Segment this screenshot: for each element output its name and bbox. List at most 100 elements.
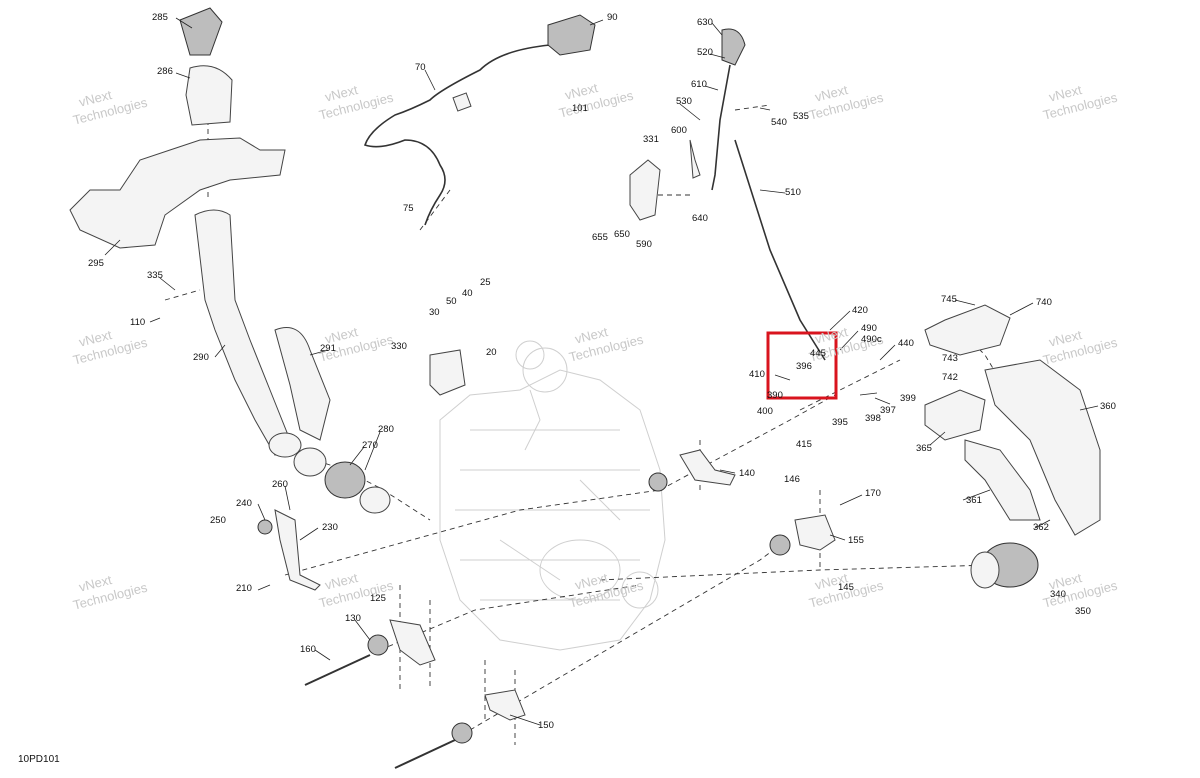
callout-250: 250 <box>210 515 226 526</box>
exhaust-group <box>924 359 1101 589</box>
callout-260: 260 <box>272 479 288 490</box>
callout-742: 742 <box>942 372 958 383</box>
callout-350: 350 <box>1075 606 1091 617</box>
diagram-code: 10PD101 <box>18 754 60 765</box>
callout-291: 291 <box>320 343 336 354</box>
callout-395: 395 <box>832 417 848 428</box>
callout-655: 655 <box>592 232 608 243</box>
callout-340: 340 <box>1050 589 1066 600</box>
bracket-155 <box>794 514 836 551</box>
callout-399: 399 <box>900 393 916 404</box>
callout-285: 285 <box>152 12 168 23</box>
leader-lines <box>104 17 1099 726</box>
callout-520: 520 <box>697 47 713 58</box>
callout-240: 240 <box>236 498 252 509</box>
callout-160: 160 <box>300 644 316 655</box>
callout-397: 397 <box>880 405 896 416</box>
callout-490: 490 <box>861 323 877 334</box>
callout-145: 145 <box>838 582 854 593</box>
shift-bracket-590 <box>629 159 661 221</box>
callout-743: 743 <box>942 353 958 364</box>
flange-365 <box>924 389 986 441</box>
callout-110: 110 <box>130 317 145 328</box>
callout-740: 740 <box>1036 297 1052 308</box>
callout-745: 745 <box>941 294 957 305</box>
callout-130: 130 <box>345 613 361 624</box>
exhaust-360 <box>984 359 1101 536</box>
shift-knob-630 <box>721 28 746 66</box>
engine-mounts <box>304 349 836 769</box>
callout-610: 610 <box>691 79 707 90</box>
callout-290: 290 <box>193 352 209 363</box>
callout-440: 440 <box>898 338 914 349</box>
callout-630: 630 <box>697 17 713 28</box>
engine-ghost-outline <box>439 340 666 651</box>
callout-75: 75 <box>403 203 414 214</box>
bracket-140 <box>679 449 736 486</box>
callout-146: 146 <box>784 474 800 485</box>
callout-365: 365 <box>916 443 932 454</box>
callout-530: 530 <box>676 96 692 107</box>
callout-490c: 490c <box>861 334 882 345</box>
callout-600: 600 <box>671 125 687 136</box>
callout-25: 25 <box>480 277 491 288</box>
adapter-270 <box>324 461 366 499</box>
callout-number-layer: 2852862953351102902912802702602402502302… <box>88 12 1116 731</box>
callout-361: 361 <box>966 495 982 506</box>
callout-590: 590 <box>636 239 652 250</box>
callout-101: 101 <box>572 103 588 114</box>
intake-cap-285 <box>179 7 223 56</box>
throttle-lever-90 <box>547 14 596 56</box>
callout-390: 390 <box>767 390 783 401</box>
intake-duct-291 <box>274 327 331 441</box>
spring-600 <box>689 139 701 179</box>
callout-360: 360 <box>1100 401 1116 412</box>
callout-155: 155 <box>848 535 864 546</box>
highlight-box <box>766 331 838 400</box>
callout-445: 445 <box>810 348 826 359</box>
assembly-lines <box>164 104 1001 745</box>
shield-361 <box>964 439 1041 521</box>
callout-415: 415 <box>796 439 812 450</box>
intake-plate-295 <box>69 137 286 249</box>
callout-140: 140 <box>739 468 755 479</box>
callout-90: 90 <box>607 12 618 23</box>
callout-125: 125 <box>370 593 386 604</box>
callout-535: 535 <box>793 111 809 122</box>
callout-210: 210 <box>236 583 252 594</box>
callout-650: 650 <box>614 229 630 240</box>
callout-286: 286 <box>157 66 173 77</box>
callout-280: 280 <box>378 424 394 435</box>
bracket-740 <box>924 304 1011 356</box>
callout-30: 30 <box>429 307 440 318</box>
throttle-cable-group <box>363 14 596 226</box>
callout-362: 362 <box>1033 522 1049 533</box>
intake-duct-290 <box>194 209 291 456</box>
bracket-150 <box>484 689 526 721</box>
intake-boot-286 <box>185 65 233 126</box>
callout-410: 410 <box>749 369 765 380</box>
callout-331: 331 <box>643 134 659 145</box>
module-20 <box>429 349 466 396</box>
callout-335: 335 <box>147 270 163 281</box>
callout-400: 400 <box>757 406 773 417</box>
callout-20: 20 <box>486 347 497 358</box>
air-intake-group <box>69 7 391 591</box>
bracket-125 <box>389 619 436 666</box>
callout-640: 640 <box>692 213 708 224</box>
callout-40: 40 <box>462 288 473 299</box>
callout-70: 70 <box>415 62 426 73</box>
callout-150: 150 <box>538 720 554 731</box>
